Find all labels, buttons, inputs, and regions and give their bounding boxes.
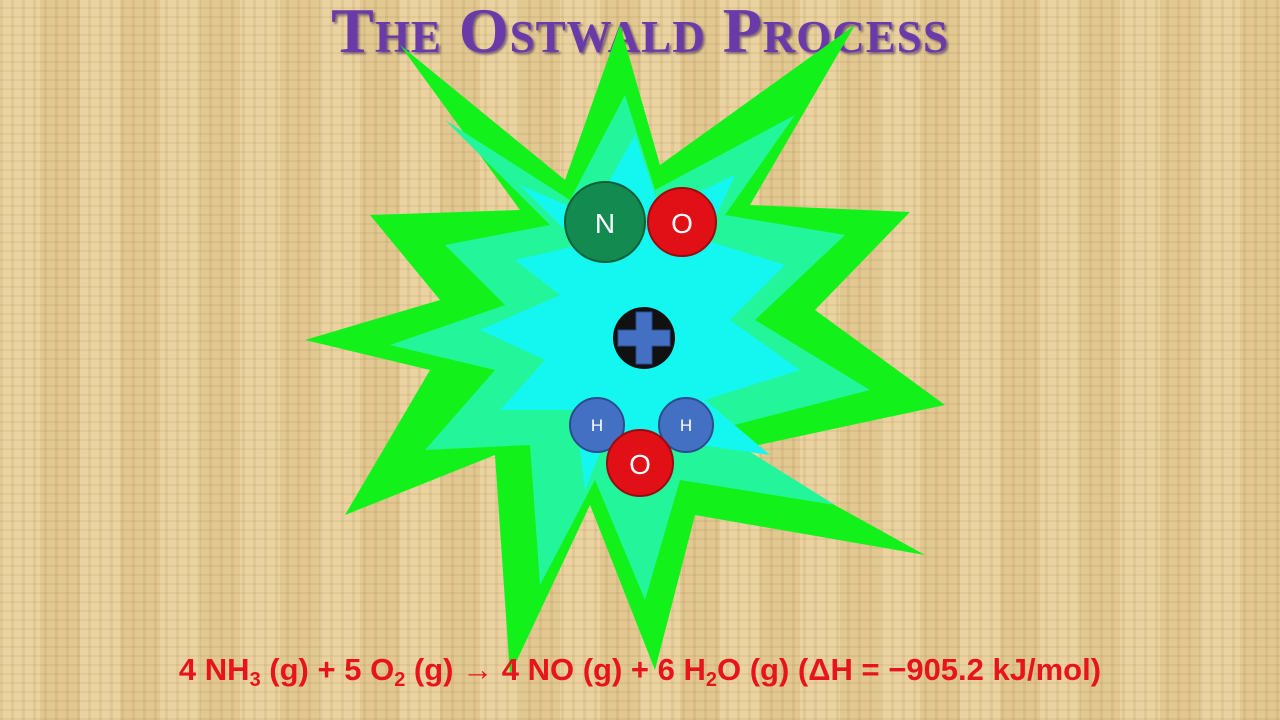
nitrogen-label: N — [595, 208, 615, 239]
plus-icon — [613, 307, 675, 369]
hydrogen-atom-left — [569, 397, 625, 453]
subscript-nh3: 3 — [249, 669, 261, 691]
hydrogen-label-right: H — [680, 416, 692, 435]
hydrogen-atom-right — [658, 397, 714, 453]
oxygen-atom — [647, 187, 717, 257]
nitrogen-atom — [564, 181, 646, 263]
oxygen-atom-water — [606, 429, 674, 497]
no-molecule: N O — [564, 181, 717, 263]
equation-part-1: 4 NH — [178, 652, 250, 687]
subscript-o2: 2 — [394, 669, 406, 691]
oxygen-label-water: O — [629, 449, 651, 480]
oxygen-label: O — [671, 208, 693, 239]
hydrogen-label-left: H — [591, 416, 603, 435]
reaction-equation: 4 NH3 (g) + 5 O2 (g) → 4 NO (g) + 6 H2O … — [0, 652, 1280, 691]
water-molecule: H H O — [569, 397, 714, 497]
equation-part-4: O (g) (ΔH = −905.2 kJ/mol) — [716, 652, 1102, 687]
subscript-h2o: 2 — [705, 669, 717, 691]
equation-part-3: (g) → 4 NO (g) + 6 H — [405, 652, 706, 687]
equation-part-2: (g) + 5 O — [260, 652, 395, 687]
